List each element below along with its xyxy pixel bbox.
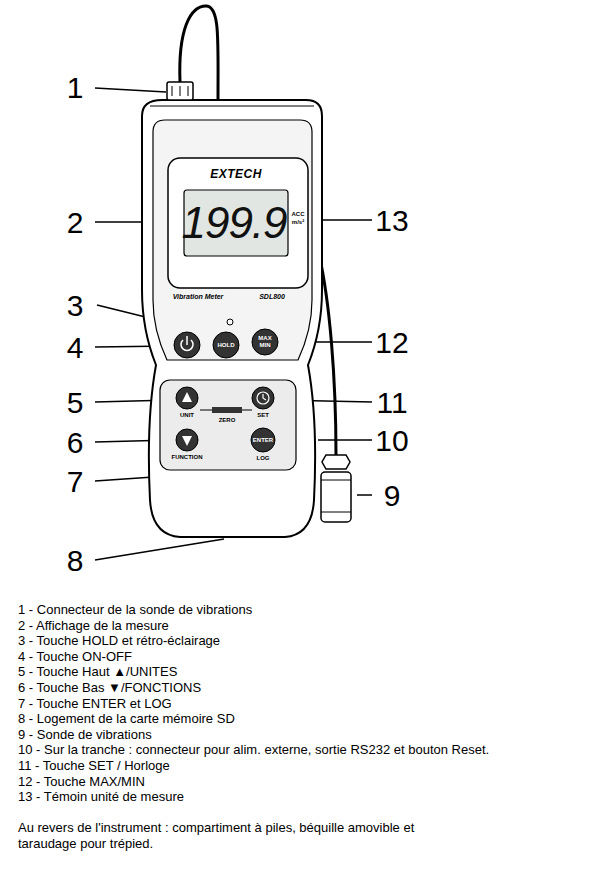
model-name: Vibration Meter — [173, 293, 224, 301]
legend-item: 2 - Affichage de la mesure — [18, 619, 169, 633]
up-button — [176, 387, 198, 409]
callout-number: 10 — [375, 424, 408, 457]
callout-number: 2 — [67, 206, 84, 239]
display-reading: 199.9 — [181, 199, 286, 247]
legend-item: 11 - Touche SET / Horloge — [18, 759, 170, 773]
face-plate — [153, 120, 312, 360]
callout-number: 4 — [67, 331, 84, 364]
key-label: LOG — [257, 455, 270, 462]
set-button — [252, 387, 274, 409]
unit-indicator: ACC — [292, 211, 305, 218]
legend-item: 5 - Touche Haut ▲/UNITES — [18, 665, 177, 679]
probe-connector — [167, 82, 193, 100]
callout-number: 7 — [67, 465, 84, 498]
probe-nut — [322, 455, 350, 469]
status-led — [227, 319, 233, 325]
keypad-panel — [160, 380, 296, 470]
button-label: MAX MIN — [256, 335, 274, 348]
legend-item: 8 - Logement de la carte mémoire SD — [18, 712, 235, 726]
meter-housing — [142, 100, 322, 537]
legend-item: 6 - Touche Bas ▼/FONCTIONS — [18, 681, 201, 695]
key-label: ZERO — [219, 417, 236, 424]
display-window — [168, 158, 308, 288]
callout-number: 9 — [384, 479, 401, 512]
callout-number: 13 — [375, 204, 408, 237]
legend-item: 1 - Connecteur de la sonde de vibrations — [18, 603, 252, 617]
legend-item: 10 - Sur la tranche : connecteur pour al… — [18, 743, 489, 757]
legend-item: 3 - Touche HOLD et rétro-éclairage — [18, 634, 220, 648]
key-label: FUNCTION — [172, 454, 203, 461]
legend-item: 13 - Témoin unité de mesure — [18, 790, 184, 804]
enter-button — [251, 428, 275, 452]
down-button — [176, 429, 198, 451]
model-number: SDL800 — [259, 293, 285, 301]
legend-item: 9 - Sonde de vibrations — [18, 728, 152, 742]
hold-button — [213, 332, 239, 358]
vibration-probe — [321, 472, 351, 522]
legend-item: 7 - Touche ENTER et LOG — [18, 697, 172, 711]
key-label: SET — [257, 412, 269, 419]
callout-number: 12 — [375, 326, 408, 359]
callout-number: 1 — [67, 71, 84, 104]
callout-number: 6 — [67, 426, 84, 459]
note-text: Au revers de l'instrument : compartiment… — [18, 820, 448, 853]
legend-item: 4 - Touche ON-OFF — [18, 650, 132, 664]
power-button — [174, 332, 200, 358]
maxmin-button — [252, 329, 278, 355]
legend-item: 12 - Touche MAX/MIN — [18, 775, 145, 789]
unit-indicator: m/s² — [292, 219, 304, 226]
brand-name: EXTECH — [210, 168, 262, 181]
button-label: HOLD — [218, 342, 235, 349]
zero-bar — [212, 407, 242, 413]
key-label: UNIT — [180, 412, 194, 419]
top-edge — [150, 106, 314, 107]
callout-number: 5 — [67, 386, 84, 419]
callout-number: 3 — [67, 289, 84, 322]
button-label: ENTER — [253, 437, 273, 444]
callout-number: 8 — [67, 544, 84, 577]
leader-lines — [95, 88, 372, 560]
callout-number: 11 — [376, 386, 407, 419]
